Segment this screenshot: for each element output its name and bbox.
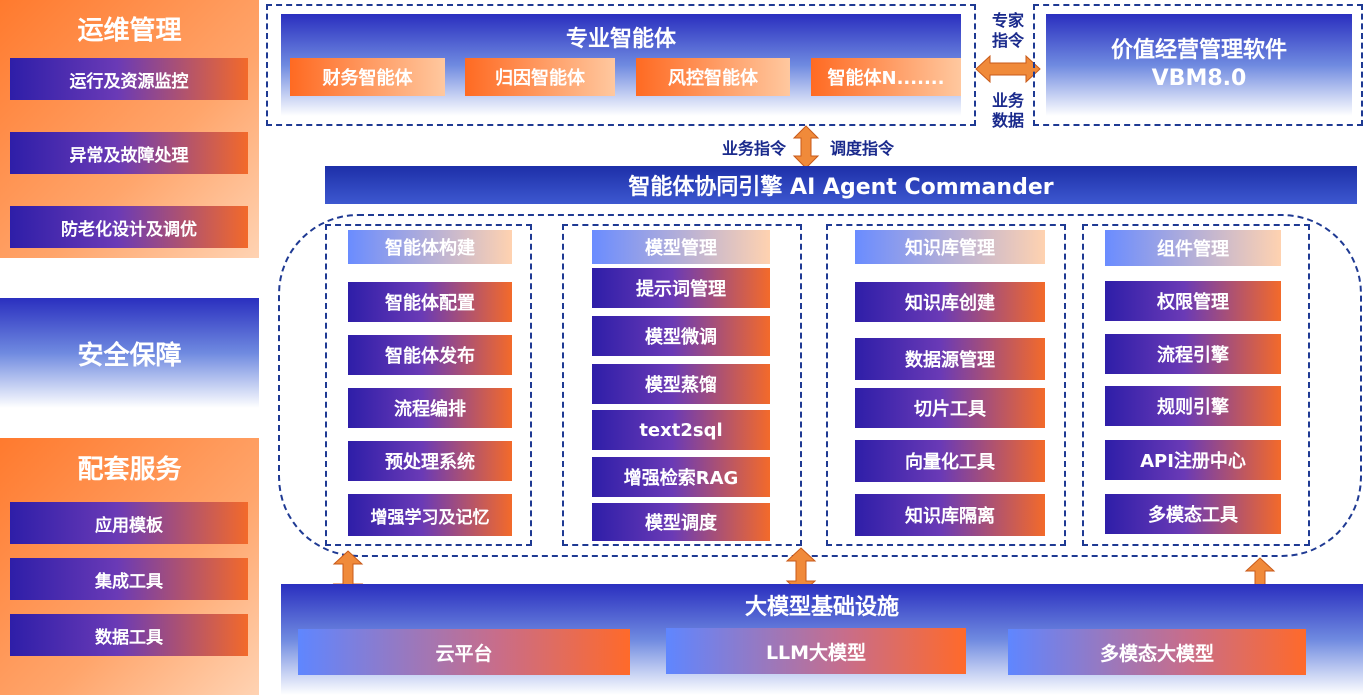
- double-arrow-vertical-icon: [792, 125, 820, 169]
- column-header-components[interactable]: 组件管理: [1105, 230, 1281, 266]
- item-multimodal-tools[interactable]: 多模态工具: [1105, 494, 1281, 534]
- agents-frame: [266, 4, 976, 126]
- agent-commander-engine[interactable]: 智能体协同引擎 AI Agent Commander: [325, 166, 1357, 204]
- infra-multimodal-llm[interactable]: 多模态大模型: [1008, 629, 1306, 675]
- item-prompt-mgmt[interactable]: 提示词管理: [592, 268, 770, 308]
- item-rag[interactable]: 增强检索RAG: [592, 457, 770, 497]
- vbm-title: 价值经营管理软件: [1110, 38, 1287, 63]
- security-panel[interactable]: 安全保障: [0, 298, 259, 408]
- ops-item-aging[interactable]: 防老化设计及调优: [10, 206, 248, 248]
- vbm-panel[interactable]: 价值经营管理软件 VBM8.0: [1046, 14, 1352, 116]
- item-flow-orchestration[interactable]: 流程编排: [348, 388, 512, 428]
- item-slicing-tool[interactable]: 切片工具: [855, 388, 1045, 428]
- item-datasource-mgmt[interactable]: 数据源管理: [855, 338, 1045, 380]
- ops-title: 运维管理: [77, 15, 182, 46]
- item-permission-mgmt[interactable]: 权限管理: [1105, 281, 1281, 321]
- ops-panel: 运维管理 运行及资源监控 异常及故障处理 防老化设计及调优: [0, 0, 259, 258]
- item-reinforcement-memory[interactable]: 增强学习及记忆: [348, 494, 512, 536]
- infra-cloud-platform[interactable]: 云平台: [298, 629, 630, 675]
- item-kb-isolation[interactable]: 知识库隔离: [855, 494, 1045, 536]
- column-components: [1082, 224, 1310, 546]
- item-vectorization-tool[interactable]: 向量化工具: [855, 440, 1045, 482]
- double-arrow-horizontal-icon: [975, 54, 1041, 84]
- item-model-distill[interactable]: 模型蒸馏: [592, 364, 770, 404]
- agent-n[interactable]: 智能体N.......: [811, 58, 961, 96]
- agent-finance[interactable]: 财务智能体: [290, 58, 445, 96]
- infra-llm[interactable]: LLM大模型: [666, 628, 966, 674]
- support-item-integration[interactable]: 集成工具: [10, 558, 248, 600]
- support-item-data-tools[interactable]: 数据工具: [10, 614, 248, 656]
- schedule-command-label: 调度指令: [830, 139, 895, 158]
- support-title: 配套服务: [77, 454, 182, 485]
- item-api-registry[interactable]: API注册中心: [1105, 440, 1281, 480]
- capabilities-frame: [278, 214, 1362, 557]
- security-title: 安全保障: [77, 340, 182, 371]
- vbm-frame: [1033, 4, 1363, 126]
- item-preprocessing[interactable]: 预处理系统: [348, 441, 512, 481]
- business-command-label: 业务指令: [721, 139, 786, 158]
- item-model-finetune[interactable]: 模型微调: [592, 316, 770, 356]
- infra-title: 大模型基础设施: [744, 595, 899, 620]
- vbm-version: VBM8.0: [1151, 66, 1247, 91]
- item-flow-engine[interactable]: 流程引擎: [1105, 334, 1281, 374]
- expert-command-label: 专家 指令: [991, 11, 1024, 50]
- business-data-label: 业务 数据: [991, 91, 1024, 130]
- column-header-agent-build[interactable]: 智能体构建: [348, 230, 512, 264]
- agents-panel: 专业智能体 财务智能体 归因智能体 风控智能体 智能体N.......: [281, 14, 961, 116]
- item-rule-engine[interactable]: 规则引擎: [1105, 386, 1281, 426]
- agent-attribution[interactable]: 归因智能体: [465, 58, 615, 96]
- column-header-knowledge-base[interactable]: 知识库管理: [855, 230, 1045, 264]
- column-knowledge-base: [826, 224, 1066, 546]
- item-text2sql[interactable]: text2sql: [592, 410, 770, 450]
- ops-item-fault[interactable]: 异常及故障处理: [10, 132, 248, 174]
- ops-item-monitor[interactable]: 运行及资源监控: [10, 58, 248, 100]
- item-agent-config[interactable]: 智能体配置: [348, 282, 512, 322]
- support-item-templates[interactable]: 应用模板: [10, 502, 248, 544]
- support-panel: 配套服务 应用模板 集成工具 数据工具: [0, 438, 259, 695]
- item-kb-create[interactable]: 知识库创建: [855, 282, 1045, 322]
- agents-title: 专业智能体: [565, 27, 676, 52]
- column-header-model-mgmt[interactable]: 模型管理: [592, 230, 770, 264]
- item-agent-publish[interactable]: 智能体发布: [348, 335, 512, 375]
- infra-panel: 大模型基础设施 云平台 LLM大模型 多模态大模型: [281, 584, 1363, 695]
- item-model-dispatch[interactable]: 模型调度: [592, 503, 770, 541]
- agent-risk[interactable]: 风控智能体: [636, 58, 790, 96]
- column-agent-build: [325, 224, 532, 546]
